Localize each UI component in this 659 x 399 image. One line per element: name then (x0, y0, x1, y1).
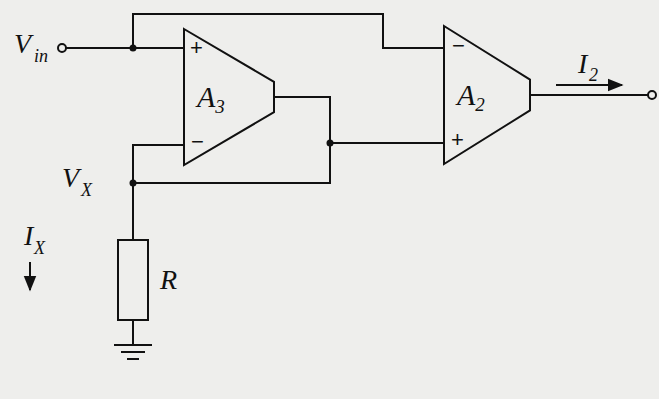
pin-sign: − (452, 35, 465, 57)
amplifier-label: A2 (457, 80, 485, 110)
ground-symbol (114, 345, 152, 359)
pin-sign: + (190, 37, 203, 59)
node-wire (133, 143, 330, 183)
current-name: I (24, 222, 33, 250)
subscript: 2 (589, 66, 598, 84)
resistor-symbol (118, 240, 148, 320)
amplifier-outline (184, 29, 274, 165)
current-arrow (29, 262, 31, 290)
input-wire (133, 14, 443, 48)
component-label: R (160, 266, 177, 294)
current-name: I (578, 50, 587, 78)
signal-name: V (62, 164, 79, 192)
subscript: X (34, 239, 45, 257)
output-terminal (648, 91, 656, 99)
current-arrow (556, 84, 622, 86)
subscript: in (34, 47, 48, 65)
subscript: X (81, 181, 92, 199)
amplifier-outline (444, 26, 530, 164)
output-wire (531, 94, 648, 96)
junction-dot (130, 45, 137, 52)
amplifier-label: A3 (197, 82, 225, 112)
pin-sign: + (451, 129, 464, 151)
amplifier-name: A (457, 80, 475, 110)
amplifier-index: 2 (475, 95, 485, 114)
signal-wire (275, 97, 443, 143)
input-terminal (58, 44, 66, 52)
pin-sign: − (191, 131, 204, 153)
amplifier-name: A (197, 82, 215, 112)
amplifier-index: 3 (215, 97, 225, 116)
junction-dot (130, 180, 137, 187)
ground-wire (132, 320, 134, 345)
input-wire (66, 47, 183, 49)
signal-name: V (14, 30, 31, 58)
feedback-wire (133, 145, 183, 240)
